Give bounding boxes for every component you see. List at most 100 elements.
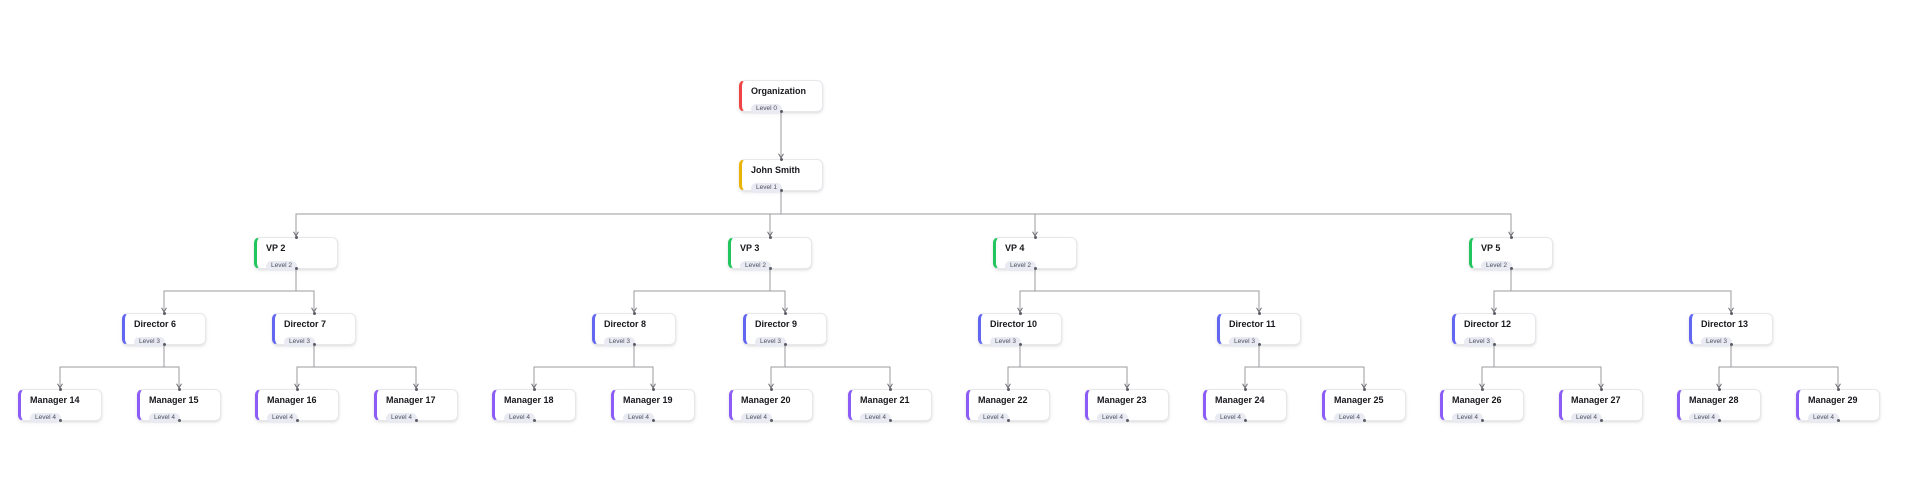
target-handle[interactable]	[633, 312, 636, 315]
source-handle[interactable]	[1493, 343, 1496, 346]
node-level-badge: Level 2	[740, 261, 771, 271]
target-handle[interactable]	[1244, 388, 1247, 391]
target-handle[interactable]	[1600, 388, 1603, 391]
source-handle[interactable]	[1019, 343, 1022, 346]
org-node-m29[interactable]: Manager 29 Level 4	[1796, 388, 1880, 423]
source-handle[interactable]	[1600, 419, 1603, 422]
target-handle[interactable]	[295, 236, 298, 239]
target-handle[interactable]	[1034, 236, 1037, 239]
source-handle[interactable]	[784, 343, 787, 346]
target-handle[interactable]	[1126, 388, 1129, 391]
target-handle[interactable]	[1007, 388, 1010, 391]
org-node-js[interactable]: John Smith Level 1	[739, 158, 823, 193]
target-handle[interactable]	[780, 158, 783, 161]
org-node-m19[interactable]: Manager 19 Level 4	[611, 388, 695, 423]
source-handle[interactable]	[780, 110, 783, 113]
target-handle[interactable]	[652, 388, 655, 391]
org-node-m23[interactable]: Manager 23 Level 4	[1085, 388, 1169, 423]
source-handle[interactable]	[1034, 267, 1037, 270]
target-handle[interactable]	[163, 312, 166, 315]
source-handle[interactable]	[163, 343, 166, 346]
org-node-m20[interactable]: Manager 20 Level 4	[729, 388, 813, 423]
target-handle[interactable]	[415, 388, 418, 391]
source-handle[interactable]	[178, 419, 181, 422]
target-handle[interactable]	[769, 236, 772, 239]
target-handle[interactable]	[784, 312, 787, 315]
source-handle[interactable]	[533, 419, 536, 422]
source-handle[interactable]	[415, 419, 418, 422]
target-handle[interactable]	[1510, 236, 1513, 239]
node-level-badge: Level 4	[860, 413, 891, 423]
org-node-m24[interactable]: Manager 24 Level 4	[1203, 388, 1287, 423]
edge-d6-m14	[57, 345, 165, 389]
org-node-d11[interactable]: Director 11 Level 3	[1217, 312, 1301, 347]
source-handle[interactable]	[295, 267, 298, 270]
source-handle[interactable]	[1730, 343, 1733, 346]
source-handle[interactable]	[1363, 419, 1366, 422]
org-node-d10[interactable]: Director 10 Level 3	[978, 312, 1062, 347]
target-handle[interactable]	[1481, 388, 1484, 391]
target-handle[interactable]	[1730, 312, 1733, 315]
node-name-label: Manager 21	[860, 395, 910, 405]
source-handle[interactable]	[770, 419, 773, 422]
source-handle[interactable]	[633, 343, 636, 346]
source-handle[interactable]	[1718, 419, 1721, 422]
org-node-d7[interactable]: Director 7 Level 3	[272, 312, 356, 347]
source-handle[interactable]	[1244, 419, 1247, 422]
target-handle[interactable]	[889, 388, 892, 391]
target-handle[interactable]	[533, 388, 536, 391]
source-handle[interactable]	[1126, 419, 1129, 422]
org-node-vp5[interactable]: VP 5 Level 2	[1469, 236, 1553, 271]
target-handle[interactable]	[1493, 312, 1496, 315]
org-node-d9[interactable]: Director 9 Level 3	[743, 312, 827, 347]
source-handle[interactable]	[59, 419, 62, 422]
node-level-badge: Level 3	[1229, 337, 1260, 347]
org-node-d8[interactable]: Director 8 Level 3	[592, 312, 676, 347]
org-node-vp3[interactable]: VP 3 Level 2	[728, 236, 812, 271]
edge-vp3-d8	[631, 269, 771, 313]
org-node-m14[interactable]: Manager 14 Level 4	[18, 388, 102, 423]
org-node-m25[interactable]: Manager 25 Level 4	[1322, 388, 1406, 423]
org-node-m21[interactable]: Manager 21 Level 4	[848, 388, 932, 423]
org-node-d13[interactable]: Director 13 Level 3	[1689, 312, 1773, 347]
source-handle[interactable]	[1510, 267, 1513, 270]
node-level-badge: Level 4	[1808, 413, 1839, 423]
target-handle[interactable]	[313, 312, 316, 315]
target-handle[interactable]	[296, 388, 299, 391]
target-handle[interactable]	[59, 388, 62, 391]
org-node-m16[interactable]: Manager 16 Level 4	[255, 388, 339, 423]
org-node-org[interactable]: Organization Level 0	[739, 80, 823, 114]
org-node-m26[interactable]: Manager 26 Level 4	[1440, 388, 1524, 423]
target-handle[interactable]	[1837, 388, 1840, 391]
target-handle[interactable]	[1363, 388, 1366, 391]
edge-d9-m20	[768, 345, 786, 389]
target-handle[interactable]	[178, 388, 181, 391]
source-handle[interactable]	[1007, 419, 1010, 422]
org-node-m18[interactable]: Manager 18 Level 4	[492, 388, 576, 423]
source-handle[interactable]	[769, 267, 772, 270]
source-handle[interactable]	[652, 419, 655, 422]
org-node-d12[interactable]: Director 12 Level 3	[1452, 312, 1536, 347]
node-level-badge: Level 4	[623, 413, 654, 423]
org-node-vp4[interactable]: VP 4 Level 2	[993, 236, 1077, 271]
org-node-m22[interactable]: Manager 22 Level 4	[966, 388, 1050, 423]
org-node-m17[interactable]: Manager 17 Level 4	[374, 388, 458, 423]
org-node-vp2[interactable]: VP 2 Level 2	[254, 236, 338, 271]
source-handle[interactable]	[313, 343, 316, 346]
org-node-m15[interactable]: Manager 15 Level 4	[137, 388, 221, 423]
source-handle[interactable]	[296, 419, 299, 422]
org-node-d6[interactable]: Director 6 Level 3	[122, 312, 206, 347]
org-node-m28[interactable]: Manager 28 Level 4	[1677, 388, 1761, 423]
source-handle[interactable]	[1258, 343, 1261, 346]
target-handle[interactable]	[1258, 312, 1261, 315]
source-handle[interactable]	[889, 419, 892, 422]
target-handle[interactable]	[1019, 312, 1022, 315]
target-handle[interactable]	[1718, 388, 1721, 391]
node-level-badge: Level 3	[1464, 337, 1495, 347]
org-node-m27[interactable]: Manager 27 Level 4	[1559, 388, 1643, 423]
source-handle[interactable]	[1481, 419, 1484, 422]
source-handle[interactable]	[1837, 419, 1840, 422]
source-handle[interactable]	[780, 189, 783, 192]
target-handle[interactable]	[770, 388, 773, 391]
